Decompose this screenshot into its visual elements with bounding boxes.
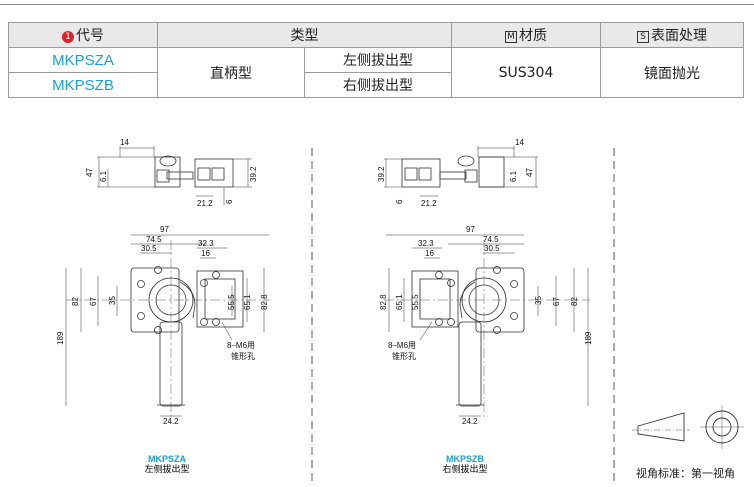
dim-82-right: 82 xyxy=(570,297,579,306)
dim-16-right: 16 xyxy=(425,249,434,258)
right-main-view xyxy=(384,234,590,420)
left-caption-name: 左侧拔出型 xyxy=(144,465,190,475)
dim-305-left: 30.5 xyxy=(141,244,157,253)
dim-67-left: 67 xyxy=(89,297,98,306)
dim-6-left: 6 xyxy=(225,199,234,204)
dim-47-right: 47 xyxy=(525,168,534,177)
type-left: 左侧拔出型 xyxy=(304,47,452,73)
type-right: 右侧拔出型 xyxy=(304,72,452,98)
dim-555-left: 55.5 xyxy=(227,294,236,310)
dim-242-right: 24.2 xyxy=(462,417,478,426)
left-caption-code: MKPSZA xyxy=(148,454,186,464)
dim-651-left: 65.1 xyxy=(243,294,252,310)
dim-212-right: 21.2 xyxy=(421,199,437,208)
projection-caption: 视角标准：第一视角 xyxy=(636,467,735,480)
hole-label-left: 8–M6用 xyxy=(227,341,255,350)
dim-35-left: 35 xyxy=(108,296,117,305)
right-caption-name: 右侧拔出型 xyxy=(442,465,488,475)
dim-745-left: 74.5 xyxy=(146,235,162,244)
surface-box-icon: S xyxy=(637,31,649,43)
dim-323-right: 32.3 xyxy=(418,239,434,248)
spec-row-a: MKPSZA 直柄型 左侧拔出型 SUS304 镜面抛光 xyxy=(8,47,744,98)
top-rule xyxy=(0,4,754,5)
dim-189-left: 189 xyxy=(56,331,65,345)
dim-67-right: 67 xyxy=(552,297,561,306)
surface-value: 镜面抛光 xyxy=(600,47,744,98)
dim-14-left: 14 xyxy=(120,138,129,147)
hole-label-right: 8–M6用 xyxy=(388,341,416,350)
right-caption-code: MKPSZB xyxy=(446,454,484,464)
code-mkpsza: MKPSZA xyxy=(8,47,158,73)
dim-323-left: 32.3 xyxy=(198,239,214,248)
left-caption: MKPSZA 左侧拔出型 xyxy=(132,454,202,476)
dim-97-left: 97 xyxy=(160,225,169,234)
dim-82-left: 82 xyxy=(71,297,80,306)
header-type: 类型 xyxy=(157,22,452,48)
dim-555-right: 55.5 xyxy=(411,294,420,310)
hole-label2-right: 锥形孔 xyxy=(392,351,416,361)
dim-828-left: 82.8 xyxy=(260,294,269,310)
dim-212-left: 21.2 xyxy=(197,199,213,208)
first-angle-projection-icon xyxy=(632,405,744,449)
dim-47-left: 47 xyxy=(85,168,94,177)
dim-35-right: 35 xyxy=(534,296,543,305)
dim-6-right: 6 xyxy=(395,199,404,204)
spec-row-b: MKPSZB 右侧拔出型 xyxy=(8,72,744,98)
dim-14-right: 14 xyxy=(515,138,524,147)
dim-828-right: 82.8 xyxy=(379,294,388,310)
dim-651-right: 65.1 xyxy=(395,294,404,310)
dim-392-left: 39.2 xyxy=(249,166,258,182)
material-box-icon: M xyxy=(505,31,517,43)
dim-97-right: 97 xyxy=(466,225,475,234)
dim-16-left: 16 xyxy=(201,249,210,258)
type-main: 直柄型 xyxy=(157,47,305,98)
right-caption: MKPSZB 右侧拔出型 xyxy=(430,454,500,476)
left-top-view xyxy=(97,146,252,205)
dim-189-right: 189 xyxy=(584,331,593,345)
right-top-view xyxy=(384,146,538,197)
dim-61-left: 6.1 xyxy=(99,170,108,182)
dim-61-right: 6.1 xyxy=(509,170,518,182)
left-main-view xyxy=(65,234,270,420)
number-one-icon: 1 xyxy=(62,31,74,43)
dim-242-left: 24.2 xyxy=(163,417,179,426)
dim-745-right: 74.5 xyxy=(483,235,499,244)
dim-392-right: 39.2 xyxy=(377,166,386,182)
code-mkpszb: MKPSZB xyxy=(8,72,158,98)
hole-label2-left: 锥形孔 xyxy=(231,351,255,361)
dim-305-right: 30.5 xyxy=(484,244,500,253)
